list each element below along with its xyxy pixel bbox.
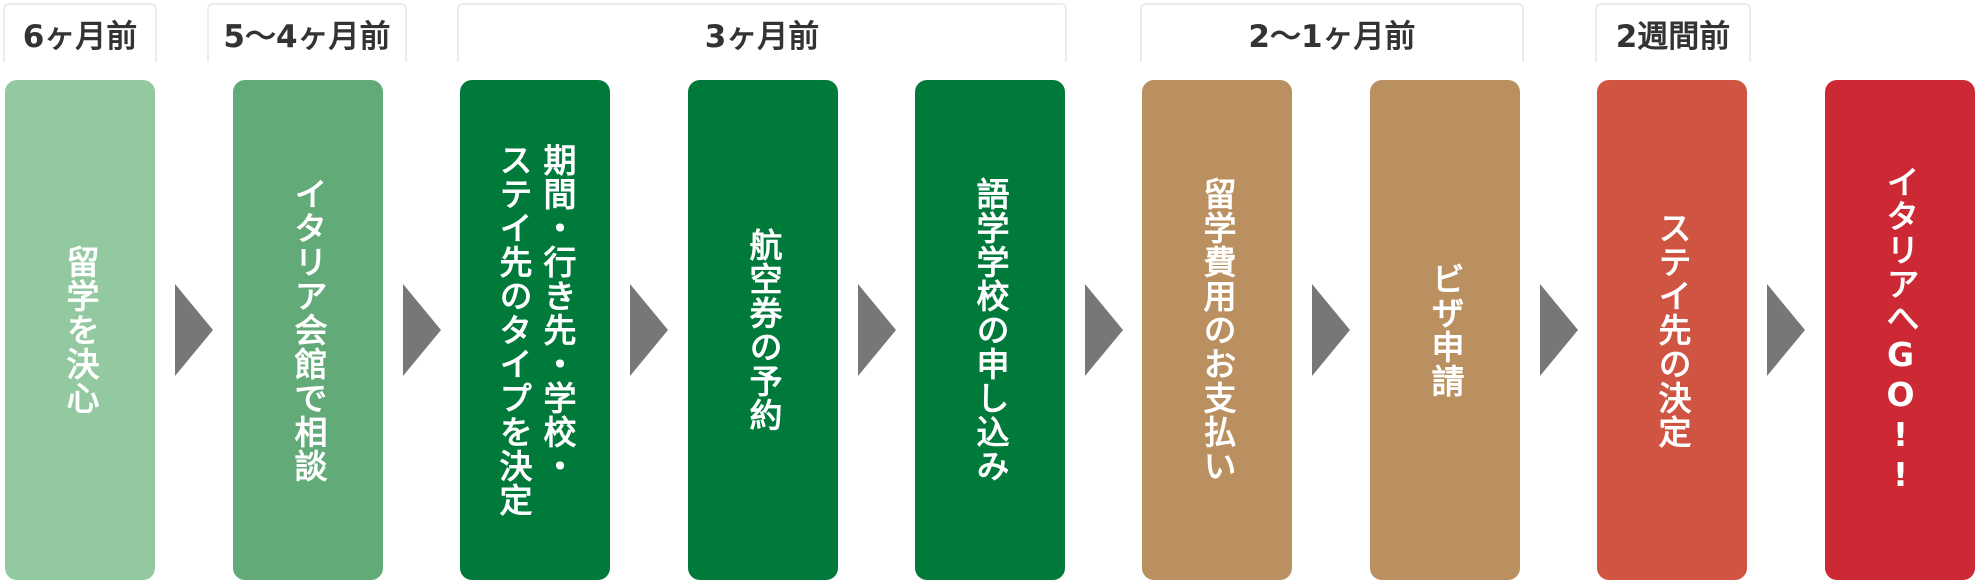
step-decide-stay: ステイ先の決定 [1597, 80, 1747, 580]
arrow-right-icon [1085, 284, 1123, 376]
step-label: 語学学校の申し込み [971, 177, 1010, 483]
phase-header-5-4-months: 5〜4ヶ月前 [207, 3, 407, 62]
step-label: イタリア会館で相談 [289, 177, 328, 483]
arrow-right-icon [175, 284, 213, 376]
step-label: イタリアへGO!! [1881, 165, 1920, 495]
phase-header-3-months: 3ヶ月前 [457, 3, 1067, 62]
step-label: 航空券の予約 [744, 228, 783, 432]
step-visa-application: ビザ申請 [1370, 80, 1520, 580]
step-label: ビザ申請 [1426, 262, 1465, 398]
step-pay-tuition: 留学費用のお支払い [1142, 80, 1292, 580]
step-decide-period-destination-school-stay: 期間・行き先・学校・ ステイ先のタイプを決定 [460, 80, 610, 580]
phase-header-2-weeks: 2週間前 [1595, 3, 1751, 62]
phase-header-6-months: 6ヶ月前 [3, 3, 157, 62]
step-label: 留学費用のお支払い [1198, 177, 1237, 483]
arrow-right-icon [1540, 284, 1578, 376]
step-go-to-italy: イタリアへGO!! [1825, 80, 1975, 580]
arrow-right-icon [1767, 284, 1805, 376]
step-book-flight: 航空券の予約 [688, 80, 838, 580]
step-decide-study-abroad: 留学を決心 [5, 80, 155, 580]
phase-header-2-1-months: 2〜1ヶ月前 [1140, 3, 1524, 62]
step-consult-italia-kaikan: イタリア会館で相談 [233, 80, 383, 580]
arrow-right-icon [858, 284, 896, 376]
step-label: ステイ先の決定 [1653, 211, 1692, 449]
step-label: 留学を決心 [61, 245, 100, 415]
arrow-right-icon [630, 284, 668, 376]
step-label: 期間・行き先・学校・ ステイ先のタイプを決定 [494, 143, 577, 517]
arrow-right-icon [403, 284, 441, 376]
arrow-right-icon [1312, 284, 1350, 376]
step-apply-language-school: 語学学校の申し込み [915, 80, 1065, 580]
